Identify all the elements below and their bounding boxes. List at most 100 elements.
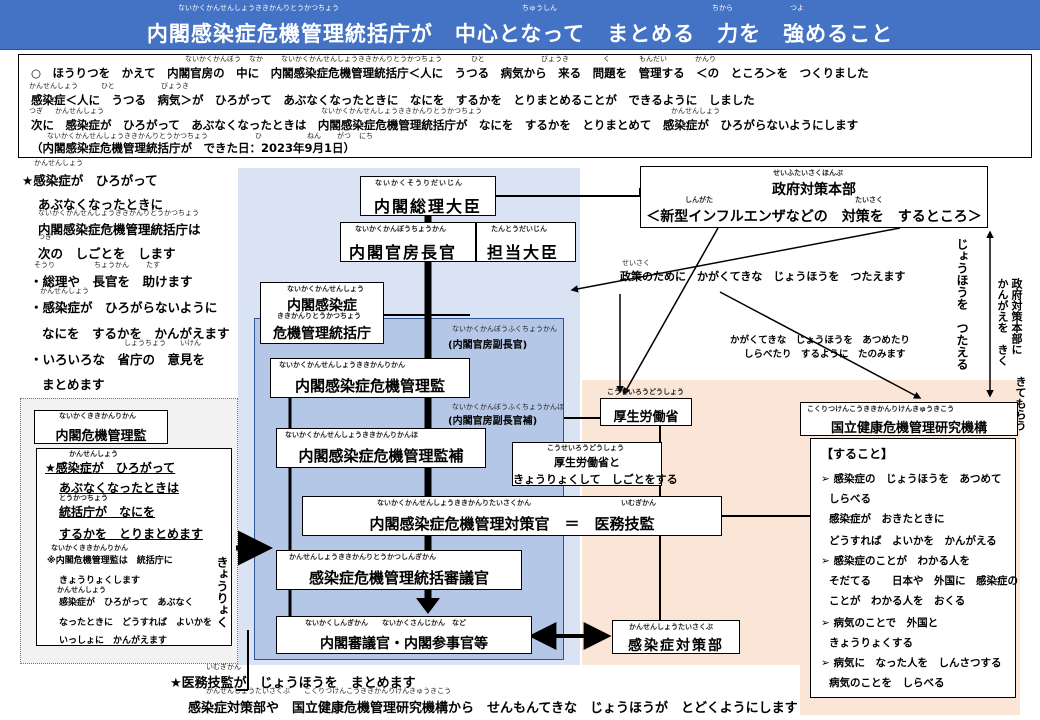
mhlw-coop-ruby: こうせいろうどうしょう	[547, 444, 624, 452]
infection-dept-ruby: かんせんしょうたいさくぶ	[629, 623, 713, 631]
crisis-heading: 統括庁が なにを	[59, 505, 156, 519]
task-item: 感染症が おきたときに	[829, 513, 945, 525]
left-ruby: かんせんしょう	[34, 159, 83, 167]
left-ruby: ちょうかん	[94, 261, 129, 269]
institute-label: 国立健康危機管理研究機構	[830, 421, 987, 436]
crisis-ruby: とうかつちょう	[59, 494, 108, 502]
institute-box: こくりつけんこうききかんりけんきゅうきこう 国立健康危機管理研究機構	[800, 402, 1018, 436]
crisis-heading: するかを とりまとめます	[59, 527, 204, 541]
intro-ruby: なか	[249, 55, 263, 63]
intro-ruby: ひと	[471, 55, 485, 63]
officer-ruby: いむぎかん	[621, 499, 656, 507]
request-text: しらべたり するように たのみます	[744, 349, 906, 360]
crisis-detail-box: かんせんしょう ★感染症が ひろがって あぶなくなったときは とうかつちょう 統…	[36, 448, 232, 646]
intro-ruby: にち	[359, 132, 373, 140]
intro-line: 次に 感染症が ひろがって あぶなくなったときは 内閣感染症危機管理統括庁が な…	[31, 118, 859, 132]
left-ruby: ないかくかんせんしょうききかんりとうかつちょう	[38, 209, 199, 217]
task-item: きょうりょくする	[829, 637, 913, 649]
agency-label: 危機管理統括庁	[273, 326, 371, 342]
intro-ruby: つぎ	[29, 107, 43, 115]
vertical-hq-label: 政府対策本部に	[1010, 278, 1023, 355]
header-ruby: つよ	[790, 4, 804, 12]
intro-ruby: がつ	[337, 132, 351, 140]
bottom-ruby: かんせんしょうたいさくぶ こくりつけんこうききかんりけんきゅうきこう	[206, 687, 452, 695]
vertical-info-label: じょうほうを つたえる	[955, 238, 969, 370]
intro-ruby: かんせんしょう	[55, 107, 104, 115]
left-ruby: つぎ	[38, 233, 52, 241]
policy-ruby: せいさく	[622, 259, 650, 267]
councillor-label: 感染症危機管理統括審議官	[308, 569, 489, 587]
cabinet-ruby: ないかくしんぎかん ないかくさんじかん など	[305, 619, 466, 627]
left-ruby: かんせんしょう	[40, 287, 89, 295]
intro-line: 感染症＜人に うつる 病気＞が ひろがって あぶなくなったときに なにを するか…	[31, 93, 755, 107]
officer-box: ないかくかんせんしょうききかんりたいさくかん いむぎかん 内閣感染症危機管理対策…	[302, 496, 722, 536]
crisis-supervisor-label: 内閣危機管理監	[55, 429, 147, 444]
ccs-ruby: ないかくかんぼうちょうかん	[355, 225, 446, 233]
intro-ruby: ひ	[255, 132, 262, 140]
bottom-line: 感染症対策部や 国立健康危機管理研究機構から せんもんてきな じょうほうが とど…	[188, 701, 798, 716]
ccs-ruby: たんとうだいじん	[491, 225, 547, 233]
supervisor-assistant-box: ないかくかんせんしょうききかんりかんほ 内閣感染症危機管理監補	[276, 428, 486, 468]
crisis-note: ※内閣危機管理監は 統括庁に	[47, 556, 173, 566]
crisis-ruby: ないかくききかんりかん	[59, 412, 136, 420]
task-item: ➢ 感染症のことが わかる人を	[821, 555, 970, 567]
divider	[475, 223, 477, 261]
hq-label: 政府対策本部	[772, 182, 856, 198]
page-title: 内閣感染症危機管理統括庁が 中心となって まとめる 力を 強めること	[146, 22, 894, 46]
intro-ruby: ないかくかんせんしょうききかんりとうかつちょう	[47, 132, 208, 140]
intro-ruby: ないかくかんぼう	[185, 55, 241, 63]
intro-ruby: かんせんしょう	[29, 82, 78, 90]
intro-ruby: ねん	[307, 132, 321, 140]
left-note-line: まとめます	[42, 377, 105, 392]
task-item: しらべる	[829, 493, 871, 505]
supervisor-label: 内閣感染症危機管理監	[294, 377, 445, 395]
agency-ruby: ないかくかんせんしょう	[287, 285, 364, 293]
supervisor-box: ないかくかんせんしょうききかんりかん 内閣感染症危機管理監	[270, 358, 470, 398]
task-item: ➢ 病気のことで 外国と	[821, 617, 939, 629]
cooperate-label: きょうりょく	[215, 556, 229, 628]
request-text: かがくてきな じょうほうを あつめたり	[730, 335, 910, 346]
task-item: ➢ 感染症の じょうほうを あつめて	[821, 473, 1002, 485]
tasks-title: 【すること】	[821, 447, 894, 461]
hq-subtitle: ＜新型インフルエンザなどの 対策を するところ＞	[646, 209, 982, 225]
intro-ruby: かんり	[695, 55, 716, 63]
intro-date: （内閣感染症危機管理統括庁が できた日：2023年9月1日）	[31, 141, 356, 155]
councillor-box: かんせんしょうききかんりとうかつしんぎかん 感染症危機管理統括審議官	[276, 550, 522, 590]
mhlw-coop-box: こうせいろうどうしょう 厚生労働省と きょうりょくして しごとをする	[512, 442, 678, 486]
left-note-line: ・総理や 長官を 助けます	[30, 274, 193, 289]
header-ruby: ないかくかんせんしょうききかんりとうかつちょう	[178, 4, 339, 12]
councillor-ruby: かんせんしょうききかんりとうかつしんぎかん	[289, 553, 436, 561]
task-item: ➢ 病気に なった人を しんさつする	[821, 657, 1002, 669]
crisis-heading: あぶなくなったときは	[59, 481, 180, 495]
intro-ruby: びょうき	[541, 55, 569, 63]
pm-ruby: ないかくそうりだいじん	[375, 179, 463, 187]
supervisor-asst-ruby: ないかくかんせんしょうききかんりかんほ	[285, 431, 418, 439]
mhlw-ruby: こうせいろうどうしょう	[607, 388, 684, 396]
officer-ruby: ないかくかんせんしょうききかんりたいさくかん	[377, 499, 531, 507]
institute-tasks-box: 【すること】 ➢ 感染症の じょうほうを あつめて しらべる 感染症が おきたと…	[810, 438, 1018, 698]
intro-ruby: かんせんしょう	[671, 107, 720, 115]
minister-label: 担当大臣	[487, 243, 560, 262]
hq-ruby: せいふたいさくほんぶ	[773, 169, 843, 177]
cabinet-officials-label: 内閣審議官・内閣参事官等	[320, 636, 488, 652]
vertical-hq-label: かんがえを きく	[996, 278, 1009, 366]
supervisor-ruby: ないかくかんせんしょうききかんりかん	[279, 361, 405, 369]
asst-ruby: ないかくかんぼうふくちょうかんほ	[452, 403, 564, 411]
mhlw-label: 厚生労働省	[613, 410, 679, 425]
header-ruby: ちから	[712, 4, 733, 12]
intro-ruby: びょうき	[161, 82, 189, 90]
deputy-note: (内閣官房副長官)	[448, 340, 528, 351]
crisis-note: なったときに どうすれば よいかを	[59, 618, 213, 628]
policy-text: 政策のために かがくてきな じょうほうを つたえます	[620, 270, 906, 283]
task-item: そだてる 日本や 外国に 感染症の	[829, 575, 1018, 587]
left-ruby: たす	[146, 261, 160, 269]
left-note-line: ★感染症が ひろがって	[22, 173, 158, 188]
crisis-supervisor-box: ないかくききかんりかん 内閣危機管理監	[34, 410, 168, 444]
left-note-line: あぶなくなったときに	[38, 197, 164, 212]
intro-line: ○ ほうりつを かえて 内閣官房の 中に 内閣感染症危機管理統括庁＜人に うつる…	[31, 66, 869, 80]
institute-ruby: こくりつけんこうききかんりけんきゅうきこう	[807, 405, 955, 413]
agency-label: 内閣感染症	[287, 298, 357, 314]
left-ruby: しょうちょう	[124, 339, 166, 347]
left-note-line: なにを するかを かんがえます	[42, 326, 230, 341]
header-ruby: ちゅうしん	[522, 4, 557, 12]
